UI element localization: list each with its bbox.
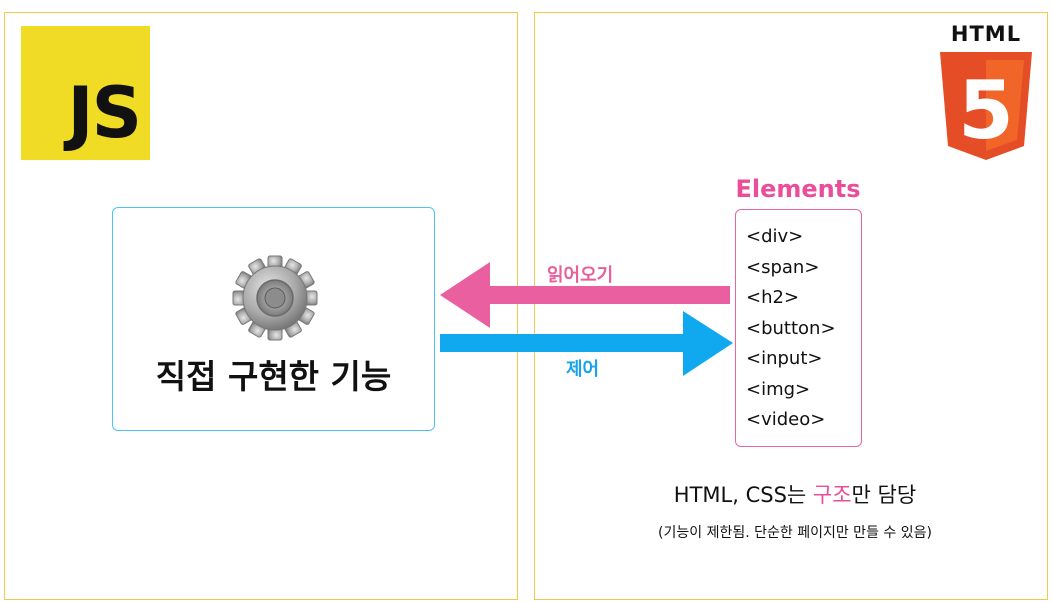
element-item-input: <input> — [746, 348, 823, 369]
control-arrow-label: 제어 — [566, 359, 600, 380]
element-item-h2: <h2> — [746, 287, 800, 308]
control-arrow — [440, 311, 733, 376]
element-item-span: <span> — [746, 256, 820, 278]
html5-logo-text: HTML — [950, 22, 1022, 46]
element-item-img: <img> — [746, 378, 811, 400]
read-arrow-label: 읽어오기 — [547, 265, 614, 286]
caption-highlight: 구조 — [812, 483, 852, 507]
feature-label: 직접 구현한 기능 — [155, 357, 392, 396]
js-logo: JS — [21, 26, 150, 160]
element-item-button: <button> — [746, 317, 836, 339]
html-css-caption: HTML, CSS는 구조만 담당 — [600, 479, 990, 509]
elements-title: Elements — [735, 175, 861, 203]
elements-list: <div> <span> <h2> <button> <input> <img>… — [735, 209, 862, 447]
gear-icon — [232, 255, 318, 341]
html-css-note: (기능이 제한됨. 단순한 페이지만 만들 수 있음) — [658, 525, 932, 541]
html5-logo: HTML 5 — [938, 22, 1034, 162]
caption-suffix: 만 담당 — [851, 483, 917, 507]
read-arrow — [440, 262, 730, 328]
html5-logo-digit: 5 — [958, 64, 1014, 157]
element-item-video: <video> — [746, 409, 826, 430]
html5-shield-icon: 5 — [940, 52, 1032, 160]
caption-prefix: HTML, CSS는 — [673, 483, 813, 507]
js-logo-text: JS — [67, 72, 142, 154]
element-item-div: <div> — [746, 226, 804, 247]
